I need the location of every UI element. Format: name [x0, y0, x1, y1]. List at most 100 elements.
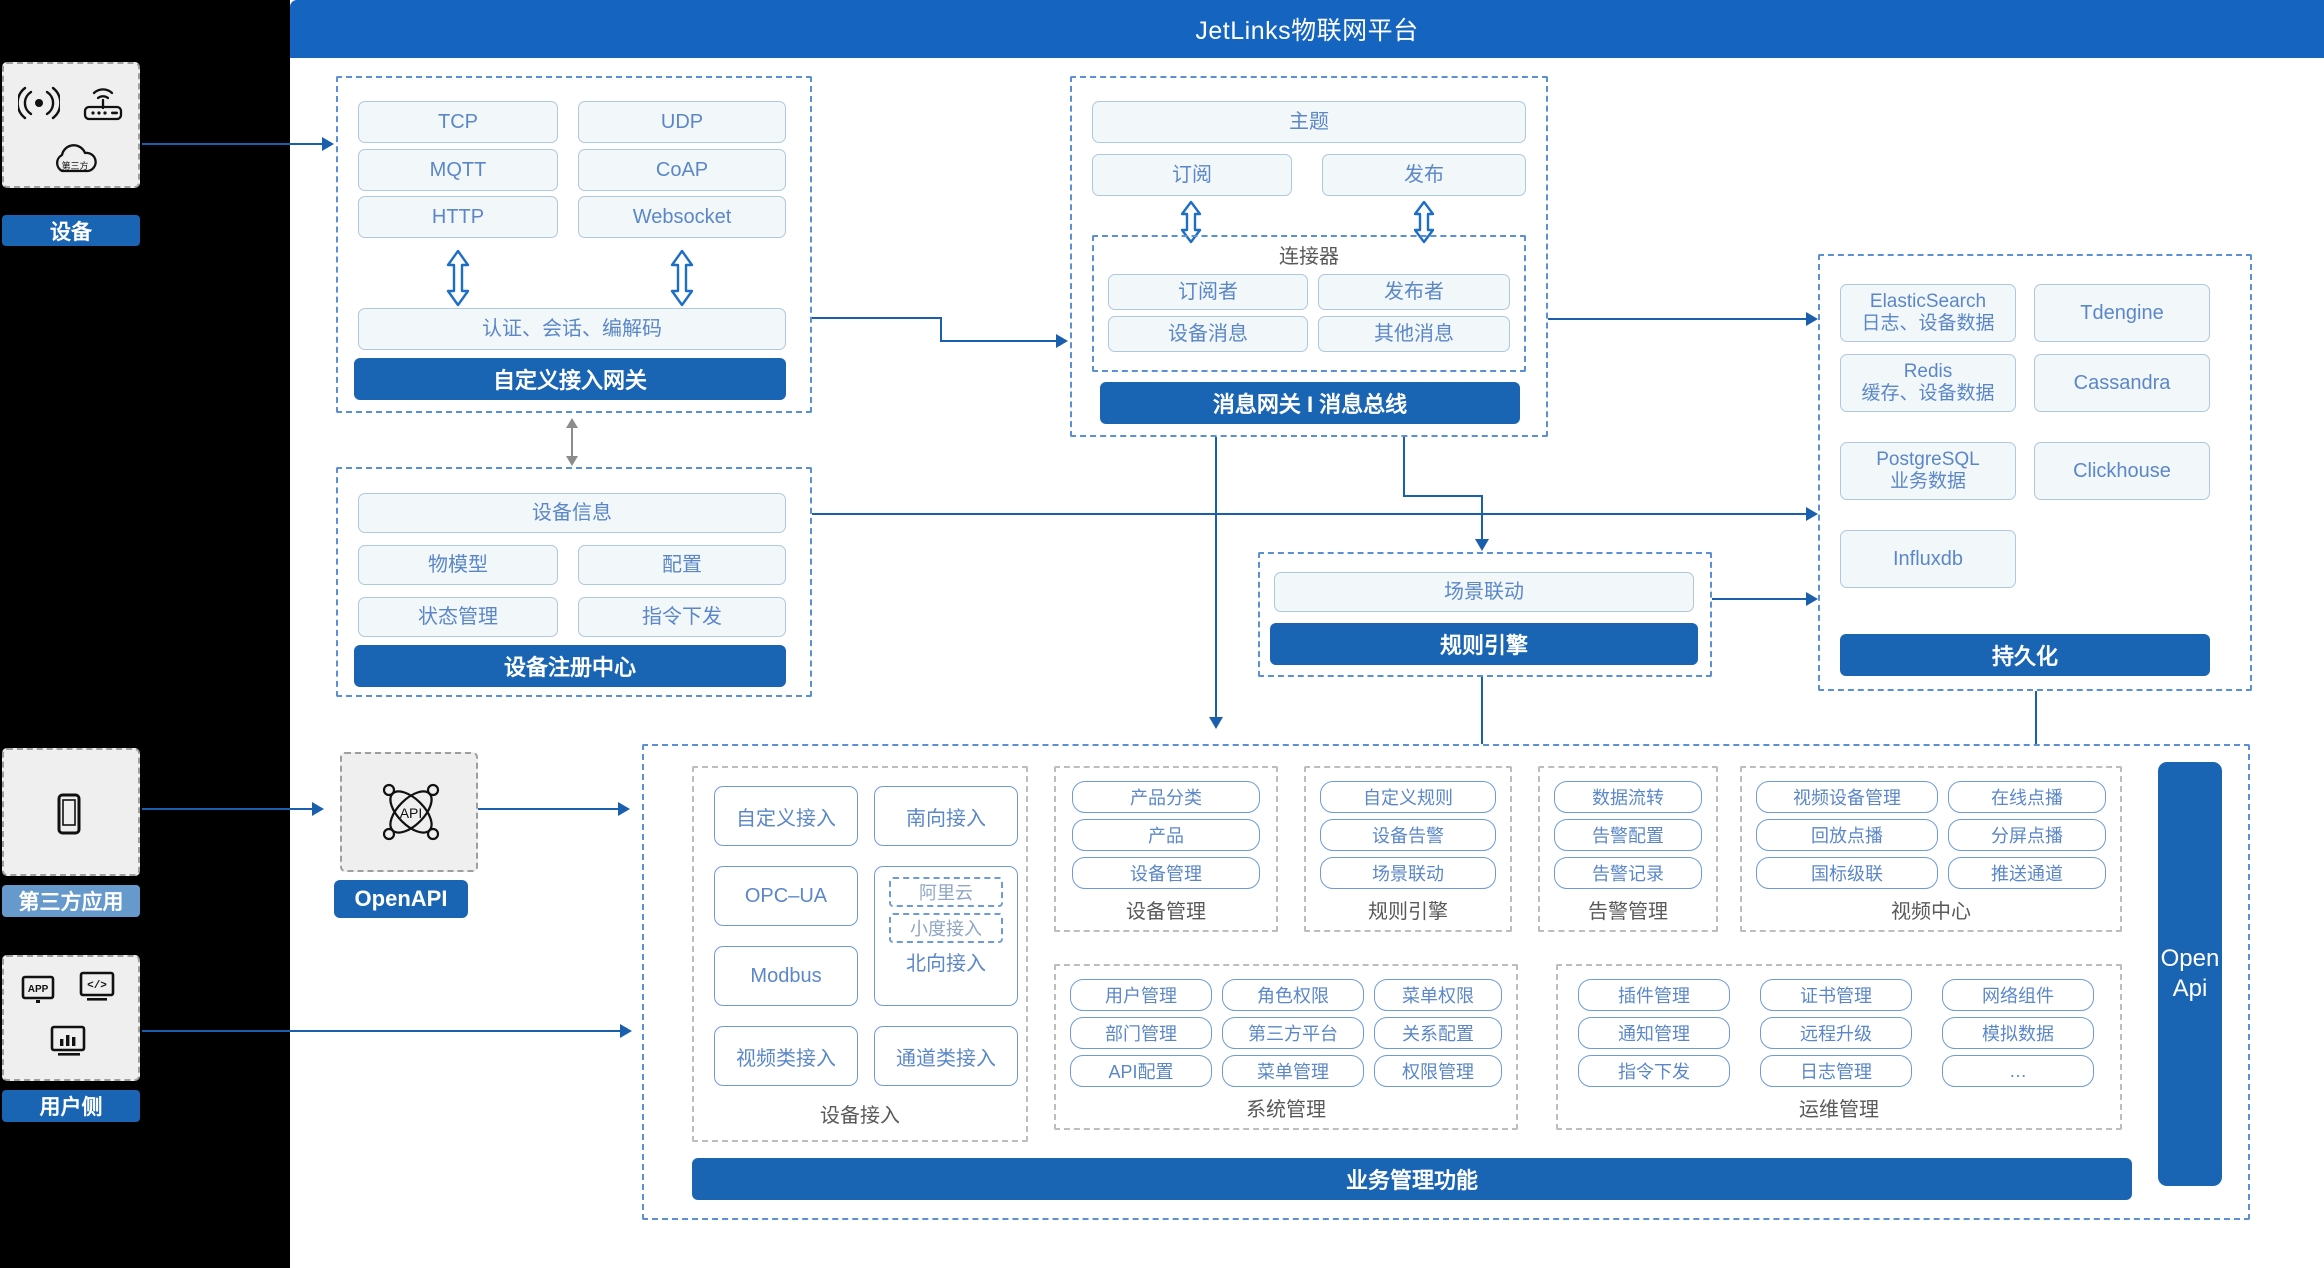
access-southbound[interactable]: 南向接入: [874, 786, 1018, 846]
openapi-vertical-bar: Open Api: [2158, 762, 2222, 1186]
access-custom[interactable]: 自定义接入: [714, 786, 858, 846]
device-info[interactable]: 设备信息: [358, 493, 786, 533]
gateway-auth-session-codec[interactable]: 认证、会话、编解码: [358, 308, 786, 350]
connector-subscriber[interactable]: 订阅者: [1108, 274, 1308, 310]
sm-api-config[interactable]: API配置: [1070, 1055, 1212, 1087]
sm-relation-config[interactable]: 关系配置: [1374, 1017, 1502, 1049]
protocol-websocket[interactable]: Websocket: [578, 196, 786, 238]
api-atom-icon: API: [376, 776, 446, 848]
protocol-tcp[interactable]: TCP: [358, 101, 558, 143]
rail-label-third-party-app: 第三方应用: [2, 885, 140, 917]
access-modbus[interactable]: Modbus: [714, 946, 858, 1006]
storage-redis-desc: 缓存、设备数据: [1861, 383, 1995, 404]
sm-menu-permission[interactable]: 菜单权限: [1374, 979, 1502, 1011]
om-remote-upgrade[interactable]: 远程升级: [1760, 1017, 1912, 1049]
third-party-cloud-icon: 第三方: [47, 138, 103, 178]
protocol-udp[interactable]: UDP: [578, 101, 786, 143]
storage-redis[interactable]: Redis 缓存、设备数据: [1840, 354, 2016, 412]
vc-push-channel[interactable]: 推送通道: [1948, 857, 2106, 889]
vc-playback[interactable]: 回放点播: [1756, 819, 1938, 851]
om-more[interactable]: …: [1942, 1055, 2094, 1087]
conn-gateway-to-bus: [940, 340, 1056, 342]
sm-department[interactable]: 部门管理: [1070, 1017, 1212, 1049]
conn-userside-to-business-arrow: [620, 1024, 632, 1038]
sm-permission-mgmt[interactable]: 权限管理: [1374, 1055, 1502, 1087]
re-scene-linkage[interactable]: 场景联动: [1320, 857, 1496, 889]
connector-other-message[interactable]: 其他消息: [1318, 316, 1510, 352]
om-plugin-management[interactable]: 插件管理: [1578, 979, 1730, 1011]
storage-cassandra[interactable]: Cassandra: [2034, 354, 2210, 412]
device-icon-card: 第三方: [2, 62, 140, 188]
message-publish[interactable]: 发布: [1322, 154, 1526, 196]
group-caption-alarm-management: 告警管理: [1588, 900, 1668, 923]
conn-bus-down-jog: [1403, 495, 1483, 497]
storage-influxdb[interactable]: Influxdb: [1840, 530, 2016, 588]
openapi-node-label: OpenAPI: [334, 880, 468, 918]
vc-video-device-management[interactable]: 视频设备管理: [1756, 781, 1938, 813]
device-command-dispatch[interactable]: 指令下发: [578, 597, 786, 637]
access-xiaodu[interactable]: 小度接入: [889, 913, 1003, 943]
conn-rule-to-storage: [1712, 598, 1806, 600]
storage-clickhouse[interactable]: Clickhouse: [2034, 442, 2210, 500]
vc-split-screen[interactable]: 分屏点播: [1948, 819, 2106, 851]
vc-gb-cascade[interactable]: 国标级联: [1756, 857, 1938, 889]
rule-scene-linkage[interactable]: 场景联动: [1274, 572, 1694, 612]
conn-openapi-to-business-arrow: [618, 802, 630, 816]
conn-rule-to-storage-arrow: [1806, 592, 1818, 606]
sm-role-permission[interactable]: 角色权限: [1222, 979, 1364, 1011]
conn-bus-to-business: [1215, 437, 1217, 717]
vc-live-stream[interactable]: 在线点播: [1948, 781, 2106, 813]
dm-device-management[interactable]: 设备管理: [1072, 857, 1260, 889]
om-mock-data[interactable]: 模拟数据: [1942, 1017, 2094, 1049]
om-command-dispatch[interactable]: 指令下发: [1578, 1055, 1730, 1087]
dm-product-category[interactable]: 产品分类: [1072, 781, 1260, 813]
chart-screen-icon: [49, 1025, 89, 1061]
group-ops-management: [1556, 964, 2122, 1130]
device-config[interactable]: 配置: [578, 545, 786, 585]
am-data-flow[interactable]: 数据流转: [1554, 781, 1702, 813]
protocol-http[interactable]: HTTP: [358, 196, 558, 238]
access-video[interactable]: 视频类接入: [714, 1026, 858, 1086]
protocol-coap[interactable]: CoAP: [578, 149, 786, 191]
rule-engine-container: [1258, 552, 1712, 677]
conn-bus-down-2: [1481, 495, 1483, 539]
device-state-management[interactable]: 状态管理: [358, 597, 558, 637]
re-device-alarm[interactable]: 设备告警: [1320, 819, 1496, 851]
protocol-mqtt[interactable]: MQTT: [358, 149, 558, 191]
mobile-phone-icon: [56, 793, 82, 835]
am-alarm-config[interactable]: 告警配置: [1554, 819, 1702, 851]
connector-publisher[interactable]: 发布者: [1318, 274, 1510, 310]
sm-menu-management[interactable]: 菜单管理: [1222, 1055, 1364, 1087]
conn-bus-to-storage-arrow: [1806, 312, 1818, 326]
om-log-management[interactable]: 日志管理: [1760, 1055, 1912, 1087]
conn-bus-to-business-arrow: [1209, 717, 1223, 729]
message-topic[interactable]: 主题: [1092, 101, 1526, 143]
device-registry-bar: 设备注册中心: [354, 645, 786, 687]
connector-container: [1092, 235, 1526, 372]
signal-waves-icon: [18, 86, 60, 120]
dm-product[interactable]: 产品: [1072, 819, 1260, 851]
connector-device-message[interactable]: 设备消息: [1108, 316, 1308, 352]
sm-third-party[interactable]: 第三方平台: [1222, 1017, 1364, 1049]
om-notify-management[interactable]: 通知管理: [1578, 1017, 1730, 1049]
om-network-component[interactable]: 网络组件: [1942, 979, 2094, 1011]
access-aliyun[interactable]: 阿里云: [889, 877, 1003, 907]
access-channel[interactable]: 通道类接入: [874, 1026, 1018, 1086]
storage-postgresql[interactable]: PostgreSQL 业务数据: [1840, 442, 2016, 500]
rule-engine-bar: 规则引擎: [1270, 623, 1698, 665]
message-subscribe[interactable]: 订阅: [1092, 154, 1292, 196]
svg-text:</>: </>: [87, 980, 107, 992]
am-alarm-record[interactable]: 告警记录: [1554, 857, 1702, 889]
access-northbound-box[interactable]: 阿里云 小度接入 北向接入: [874, 866, 1018, 1006]
re-custom-rule[interactable]: 自定义规则: [1320, 781, 1496, 813]
storage-elasticsearch[interactable]: ElasticSearch 日志、设备数据: [1840, 284, 2016, 342]
connector-title: 连接器: [1279, 245, 1339, 268]
device-thing-model[interactable]: 物模型: [358, 545, 558, 585]
svg-text:API: API: [400, 805, 423, 821]
group-alarm-management: [1538, 766, 1718, 932]
access-opcua[interactable]: OPC–UA: [714, 866, 858, 926]
storage-tdengine[interactable]: Tdengine: [2034, 284, 2210, 342]
om-cert-management[interactable]: 证书管理: [1760, 979, 1912, 1011]
conn-bus-down: [1403, 437, 1405, 497]
sm-user-management[interactable]: 用户管理: [1070, 979, 1212, 1011]
